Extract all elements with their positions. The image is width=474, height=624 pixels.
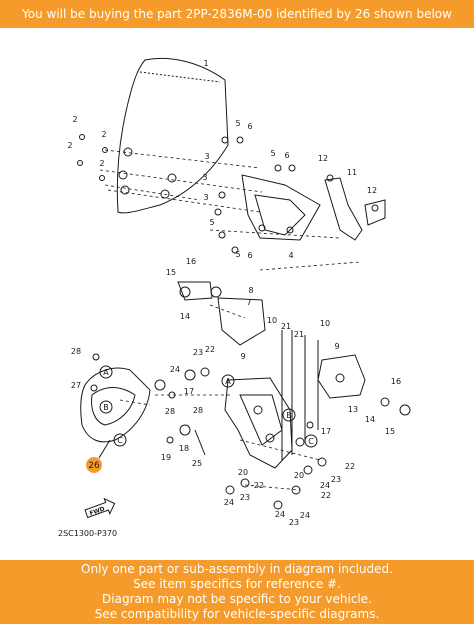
callout-8: 8 [248, 286, 253, 295]
callout-20: 20 [238, 468, 248, 477]
diagram-code: 2SC1300-P370 [58, 529, 117, 538]
reference-letters: A B C A B C [99, 365, 318, 448]
callout-22: 22 [345, 462, 355, 471]
callout-25: 25 [192, 459, 202, 468]
right-bracket [317, 354, 366, 399]
callout-23: 23 [193, 348, 203, 357]
part-callouts: 1 2 2 2 2 3 3 3 4 5 5 5 5 6 6 6 7 8 9 9 [67, 59, 401, 527]
callout-28: 28 [193, 406, 203, 415]
callout-27: 27 [71, 381, 81, 390]
letter-c-right: C [308, 437, 314, 446]
callout-5: 5 [235, 250, 240, 259]
parts-diagram-svg: A B C A B C 1 2 2 2 2 3 3 3 [58, 57, 411, 538]
letter-a-right: A [225, 377, 231, 386]
main-lower-bracket [224, 377, 293, 469]
bottom-banner-line-3: Diagram may not be specific to your vehi… [102, 592, 372, 606]
callout-19: 19 [161, 453, 171, 462]
side-stay [324, 177, 363, 241]
callout-6: 6 [247, 122, 252, 131]
left-cover-part-26 [80, 367, 151, 443]
callout-9: 9 [334, 342, 339, 351]
letter-b-right: B [286, 411, 292, 420]
letter-a-left: A [103, 368, 109, 377]
callout-15: 15 [166, 268, 176, 277]
callout-24: 24 [170, 365, 180, 374]
bottom-banner-line-2: See item specifics for reference #. [133, 577, 341, 591]
callout-1: 1 [203, 59, 208, 68]
upper-bracket [241, 174, 321, 241]
callout-21: 21 [281, 322, 291, 331]
callout-2: 2 [101, 130, 106, 139]
callout-17: 17 [321, 427, 331, 436]
callout-23: 23 [331, 475, 341, 484]
callout-28: 28 [71, 347, 81, 356]
callout-13: 13 [348, 405, 358, 414]
callout-5: 5 [270, 149, 275, 158]
callout-2: 2 [72, 115, 77, 124]
callout-2: 2 [67, 141, 72, 150]
callout-24: 24 [320, 481, 330, 490]
callout-23: 23 [240, 493, 250, 502]
callout-16: 16 [391, 377, 401, 386]
top-banner: You will be buying the part 2PP-2836M-00… [0, 0, 474, 28]
bottom-banner-line-1: Only one part or sub-assembly in diagram… [81, 562, 393, 576]
callout-10: 10 [267, 316, 277, 325]
callout-24: 24 [224, 498, 234, 507]
parts-diagram: A B C A B C 1 2 2 2 2 3 3 3 [0, 28, 474, 560]
callout-7: 7 [246, 298, 251, 307]
callout-18: 18 [179, 444, 189, 453]
mid-bracket [217, 297, 266, 346]
callout-3: 3 [204, 152, 209, 161]
bottom-banner: Only one part or sub-assembly in diagram… [0, 560, 474, 624]
callout-16: 16 [186, 257, 196, 266]
callout-12: 12 [367, 186, 377, 195]
callout-22: 22 [254, 481, 264, 490]
callout-24: 24 [275, 510, 285, 519]
alignment-lines [99, 149, 361, 491]
callout-5: 5 [235, 119, 240, 128]
letter-c-left: C [117, 436, 123, 445]
fwd-label: FWD [89, 505, 106, 517]
callout-3: 3 [202, 173, 207, 182]
callout-24: 24 [300, 511, 310, 520]
highlighted-callout-26: 26 [86, 439, 111, 473]
top-banner-text: You will be buying the part 2PP-2836M-00… [22, 7, 452, 21]
callout-15: 15 [385, 427, 395, 436]
callout-10: 10 [320, 319, 330, 328]
bottom-banner-line-4: See compatibility for vehicle-specific d… [94, 607, 380, 621]
callout-2: 2 [99, 159, 104, 168]
callout-6: 6 [284, 151, 289, 160]
callout-12: 12 [318, 154, 328, 163]
callout-4: 4 [288, 251, 293, 260]
callout-14: 14 [180, 312, 190, 321]
callout-5: 5 [209, 218, 214, 227]
forward-arrow-icon: FWD [84, 497, 116, 519]
windshield-part [116, 57, 229, 214]
callout-28: 28 [165, 407, 175, 416]
callout-14: 14 [365, 415, 375, 424]
callout-3: 3 [203, 193, 208, 202]
callout-17: 17 [184, 387, 194, 396]
callout-23: 23 [289, 518, 299, 527]
callout-21: 21 [294, 330, 304, 339]
callout-11: 11 [347, 168, 357, 177]
callout-6: 6 [247, 251, 252, 260]
callout-22: 22 [205, 345, 215, 354]
callout-9: 9 [240, 352, 245, 361]
highlighted-callout-number: 26 [88, 461, 100, 471]
letter-b-left: B [103, 403, 109, 412]
callout-20: 20 [294, 471, 304, 480]
callout-22: 22 [321, 491, 331, 500]
